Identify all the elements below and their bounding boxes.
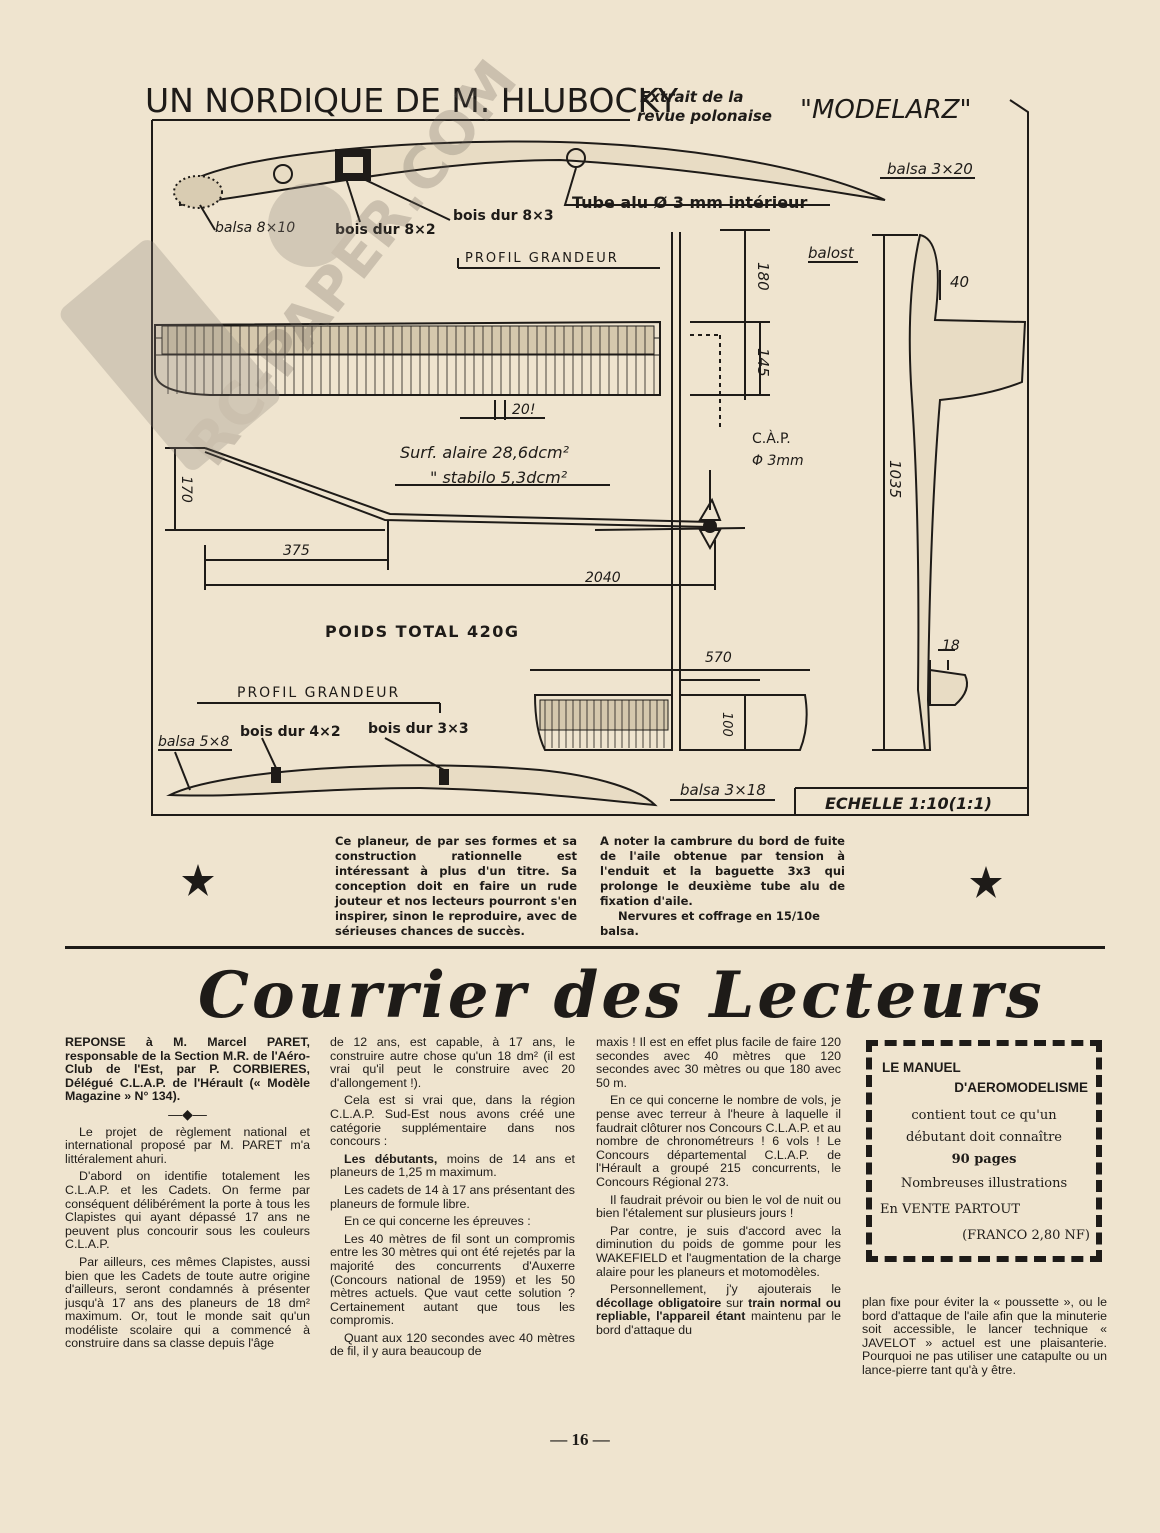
label-tube-alu: Tube alu Ø 3 mm intérieur <box>572 193 807 212</box>
col3-p5-e: maintenu par le bord d'attaque du <box>596 1309 841 1337</box>
section-rule <box>65 946 1105 949</box>
col1-paragraph-2: D'abord on identifie totalement les C.L.… <box>65 1169 310 1252</box>
section-title: Courrier des Lecteurs <box>198 958 1045 1033</box>
ad-line-5: 90 pages <box>951 1152 1017 1167</box>
col3-p5-c: sur <box>721 1295 749 1310</box>
dim-170: 170 <box>178 476 194 503</box>
label-cap-diameter: Φ 3mm <box>752 453 804 469</box>
manuel-ad-box: LE MANUEL D'AEROMODELISME contient tout … <box>866 1040 1102 1262</box>
col2-paragraph-6: Les 40 mètres de fil sont un compromis e… <box>330 1231 575 1328</box>
col3-paragraph-1: maxis ! Il est en effet plus facile de f… <box>596 1035 841 1090</box>
col3-p5-d: train normal ou repliable, l'appareil ét… <box>596 1295 841 1324</box>
caption-left-text: Ce planeur, de par ses formes et sa cons… <box>335 834 577 938</box>
column-1: REPONSE à M. Marcel PARET, responsable d… <box>65 1035 310 1355</box>
column-2: de 12 ans, est capable, à 17 ans, le con… <box>330 1035 576 1363</box>
label-balsa-3x20: balsa 3×20 <box>887 160 973 178</box>
star-left-icon <box>182 864 214 896</box>
magazine-name: "MODELARZ" <box>800 95 971 125</box>
col3-paragraph-2: En ce qui concerne le nombre de vols, je… <box>596 1093 841 1189</box>
label-lest: balost <box>808 244 855 262</box>
col3-paragraph-3: Il faudrait prévoir ou bien le vol de nu… <box>596 1192 841 1221</box>
label-profil-grandeur-top: PROFIL GRANDEUR <box>465 251 619 266</box>
label-bois-dur-3x3: bois dur 3×3 <box>368 721 469 737</box>
col2-paragraph-4: Les cadets de 14 à 17 ans présentant des… <box>330 1182 575 1211</box>
ad-line-2: D'AEROMODELISME <box>954 1080 1088 1095</box>
label-bois-dur-4x2: bois dur 4×2 <box>240 724 341 740</box>
extract-line-1: Extrait de la <box>640 88 744 106</box>
col3-p5-a: Personnellement, j'y ajouterais le <box>610 1282 841 1297</box>
label-poids-total: POIDS TOTAL 420G <box>325 622 520 641</box>
ornament: —◆— <box>168 1105 207 1122</box>
col4-paragraph-1: plan fixe pour éviter la « poussette », … <box>862 1295 1107 1377</box>
page-number: — 16 — <box>550 1430 610 1449</box>
reply-lead: REPONSE à M. Marcel PARET, responsable d… <box>65 1035 310 1104</box>
label-bois-dur-8x3: bois dur 8×3 <box>453 208 554 224</box>
dim-1035: 1035 <box>886 460 904 498</box>
column-3: maxis ! Il est en effet plus facile de f… <box>596 1035 841 1341</box>
col1-paragraph-1: Le projet de règlement national et inter… <box>65 1124 310 1166</box>
dim-100: 100 <box>719 712 734 737</box>
dim-145: 145 <box>754 348 772 377</box>
label-surface-alaire: Surf. alaire 28,6dcm² <box>400 443 570 462</box>
dim-20: 20! <box>512 402 535 418</box>
label-cap: C.À.P. <box>752 430 791 447</box>
caption-left: Ce planeur, de par ses formes et sa cons… <box>335 834 577 939</box>
caption-right-text-2: Nervures et coffrage en 15/10e balsa. <box>600 909 820 938</box>
col2-paragraph-2: Cela est si vrai que, dans la région C.L… <box>330 1093 575 1149</box>
label-profil-grandeur-bottom: PROFIL GRANDEUR <box>237 685 400 701</box>
dim-18: 18 <box>942 638 960 654</box>
column-4: plan fixe pour éviter la « poussette », … <box>862 1295 1107 1382</box>
label-echelle: ECHELLE 1:10(1:1) <box>825 794 992 813</box>
col2-paragraph-5: En ce qui concerne les épreuves : <box>344 1214 531 1229</box>
ad-line-6: Nombreuses illustrations <box>900 1176 1068 1191</box>
article-title: UN NORDIQUE DE M. HLUBOCKY <box>145 81 679 120</box>
label-bois-dur-8x2: bois dur 8×2 <box>335 222 436 238</box>
col3-paragraph-4: Par contre, je suis d'accord avec la dim… <box>596 1223 841 1279</box>
ad-line-7: En VENTE PARTOUT <box>880 1202 1020 1217</box>
col2-paragraph-3: Les débutants, moins de 14 ans et planeu… <box>330 1151 576 1180</box>
ad-line-1: LE MANUEL <box>882 1060 961 1075</box>
col1-paragraph-3: Par ailleurs, ces mêmes Clapistes, aussi… <box>65 1254 310 1351</box>
debutants-label: Les débutants, <box>344 1151 438 1166</box>
col3-p5-b: décollage obligatoire <box>596 1295 722 1310</box>
ad-line-8: (FRANCO 2,80 NF) <box>962 1228 1090 1243</box>
dim-180: 180 <box>754 262 772 291</box>
extract-line-2: revue polonaise <box>637 107 772 125</box>
ad-line-4: débutant doit connaître <box>906 1130 1062 1145</box>
col2-paragraph-7: Quant aux 120 secondes avec 40 mètres de… <box>330 1330 575 1359</box>
label-balsa-3x18: balsa 3×18 <box>680 781 766 799</box>
dim-2040: 2040 <box>585 570 621 586</box>
col2-paragraph-1: de 12 ans, est capable, à 17 ans, le con… <box>330 1035 575 1090</box>
col3-paragraph-5: Personnellement, j'y ajouterais le décol… <box>596 1282 841 1337</box>
debutants-text: moins de 14 ans et planeurs de 1,25 m ma… <box>330 1151 576 1180</box>
label-balsa-8x10: balsa 8×10 <box>215 220 295 236</box>
dim-40: 40 <box>950 273 969 291</box>
ad-line-3: contient tout ce qu'un <box>911 1108 1057 1123</box>
glider-plan-drawing: UN NORDIQUE DE M. HLUBOCKY Extrait de la… <box>60 47 1029 816</box>
label-stabilo-surface: " stabilo 5,3dcm² <box>430 468 568 487</box>
star-right-icon <box>970 866 1002 898</box>
dim-375: 375 <box>283 543 310 559</box>
caption-right-text-1: A noter la cambrure du bord de fuite de … <box>600 834 845 908</box>
dim-570: 570 <box>705 650 732 666</box>
label-balsa-5x8: balsa 5×8 <box>158 734 229 750</box>
caption-right: A noter la cambrure du bord de fuite de … <box>600 834 845 939</box>
